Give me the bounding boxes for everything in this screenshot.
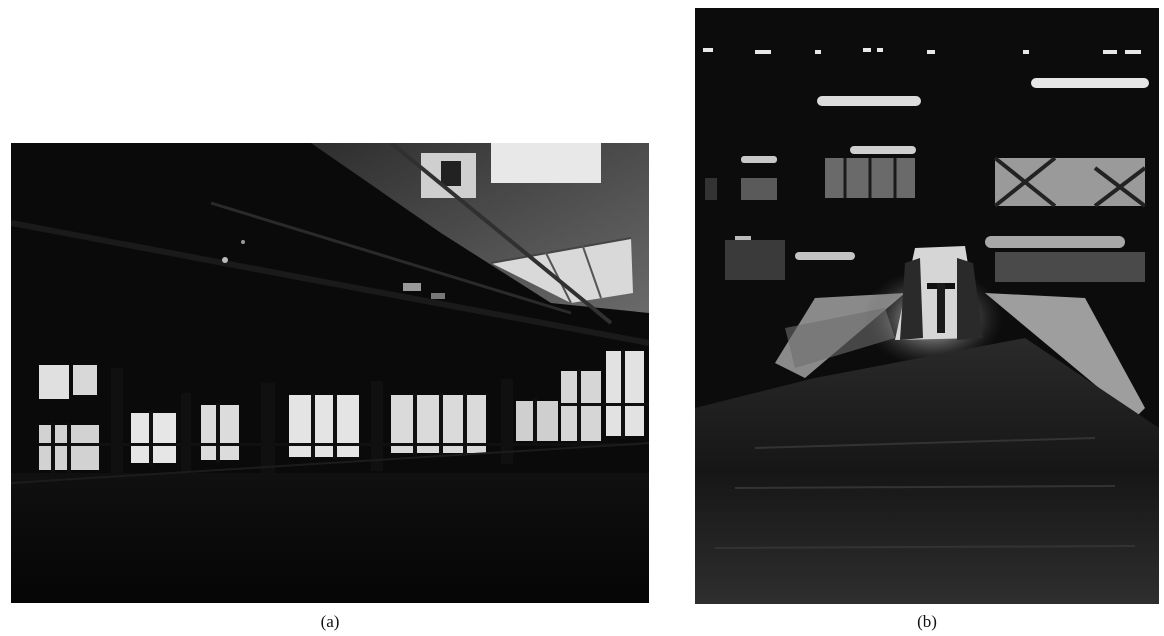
caption-a: (a)	[320, 612, 340, 631]
photo-panel-a	[11, 143, 649, 603]
photo-panel-b	[695, 8, 1159, 604]
tunnel-photo-image	[695, 8, 1159, 604]
hall-photo-image	[11, 143, 649, 603]
caption-b: (b)	[917, 612, 937, 631]
